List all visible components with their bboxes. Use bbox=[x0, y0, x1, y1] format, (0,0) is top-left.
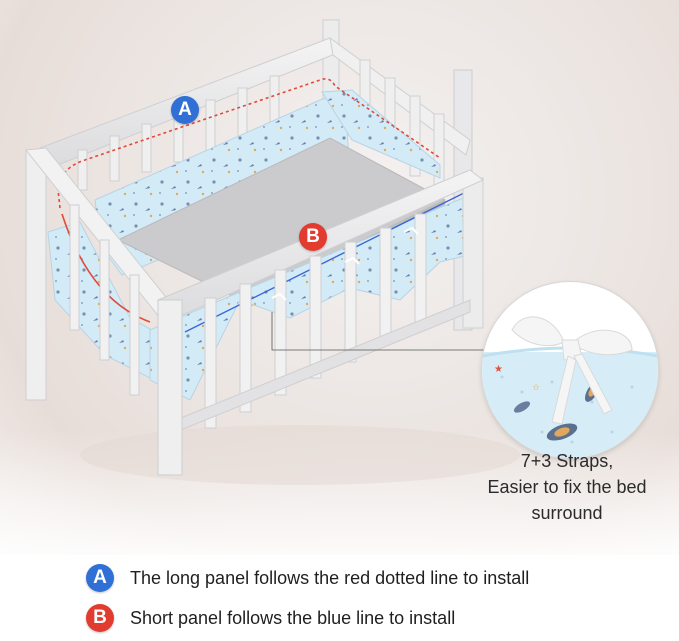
front-left-post bbox=[25, 149, 47, 401]
caption-line-1: 7+3 Straps, bbox=[520, 451, 614, 471]
rocket-icon bbox=[513, 401, 531, 413]
caption-line-3: surround bbox=[531, 503, 603, 523]
floor-shadow bbox=[80, 425, 520, 485]
rocket-icon bbox=[546, 423, 578, 441]
svg-text:☆: ☆ bbox=[532, 383, 540, 393]
legend-b-text: Short panel follows the blue line to ins… bbox=[130, 607, 456, 628]
bumper-straps bbox=[271, 226, 419, 301]
strap-caption: 7+3 Straps, Easier to fix the bed surrou… bbox=[462, 448, 672, 526]
front-slats bbox=[204, 213, 427, 429]
legend-row-b: B Short panel follows the blue line to i… bbox=[86, 603, 455, 633]
strap-bow-icon bbox=[511, 316, 633, 425]
strap-closeup: ★ ☆ bbox=[482, 316, 658, 458]
marker-b-label: B bbox=[306, 226, 320, 247]
callout-pointer bbox=[271, 312, 490, 351]
marker-a-badge: A bbox=[171, 96, 199, 124]
marker-b-badge: B bbox=[299, 223, 327, 251]
back-slats bbox=[77, 75, 280, 191]
caption-line-2: Easier to fix the bed bbox=[487, 477, 647, 497]
legend-b-badge-label: B bbox=[93, 607, 107, 628]
legend-b-badge: B bbox=[86, 604, 114, 632]
right-bumper-top bbox=[321, 89, 441, 179]
legend-a-badge-label: A bbox=[93, 567, 107, 588]
legend-row-a: A The long panel follows the red dotted … bbox=[86, 563, 529, 593]
legend-a-text: The long panel follows the red dotted li… bbox=[130, 567, 530, 588]
strap-zoom-circle: ★ ☆ bbox=[482, 282, 658, 458]
svg-text:★: ★ bbox=[494, 364, 503, 375]
marker-a-label: A bbox=[178, 99, 192, 120]
front-corner-post bbox=[157, 299, 183, 476]
left-slats bbox=[69, 204, 140, 396]
legend-a-badge: A bbox=[86, 564, 114, 592]
